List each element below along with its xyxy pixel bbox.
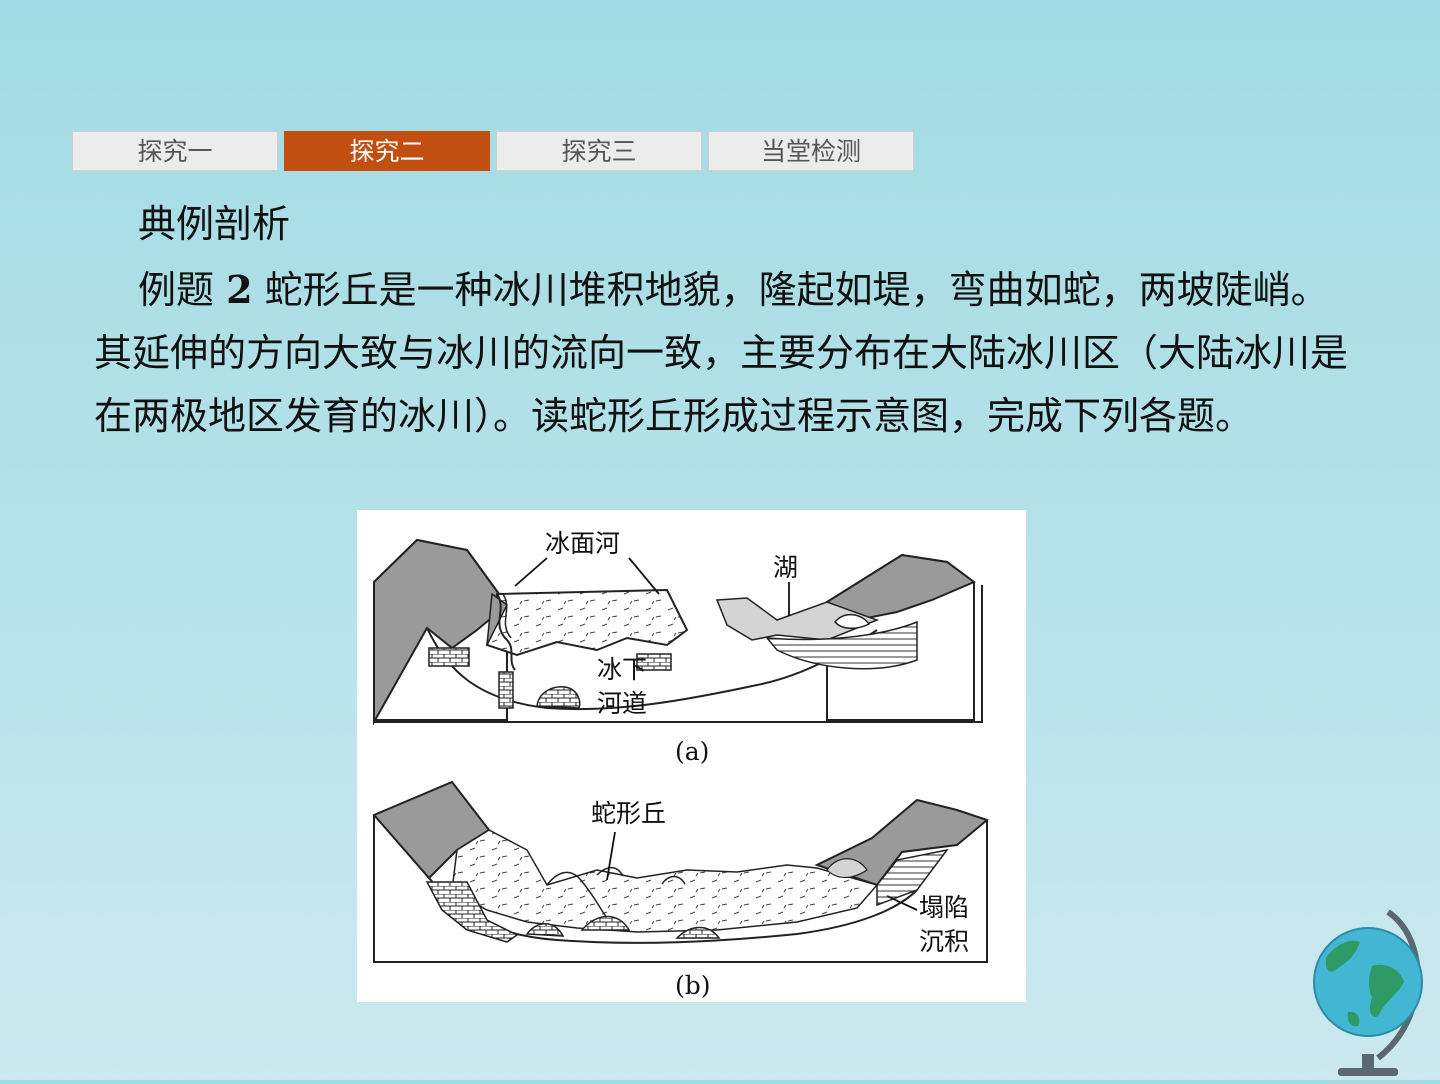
question-text: 例题 2 蛇形丘是一种冰川堆积地貌，隆起如堤，弯曲如蛇，两坡陡峭。其延伸的方向大… (94, 258, 1354, 448)
pointer-esker (606, 831, 616, 881)
label-surface-river: 冰面河 (545, 529, 620, 558)
pointer-surface-river-left (514, 557, 548, 587)
label-subglacial-2: 河道 (597, 689, 647, 718)
globe-icon (1308, 908, 1426, 1084)
label-lake: 湖 (773, 553, 798, 582)
question-number: 2 (226, 267, 253, 312)
panel-b (372, 780, 990, 963)
caption-a: (a) (675, 737, 709, 766)
tab-explore-3[interactable]: 探究三 (496, 131, 702, 171)
esker-formation-figure: 冰面河 湖 冰下 河道 (a) 蛇形丘 塌陷 沉积 (357, 510, 1026, 1002)
tab-class-check[interactable]: 当堂检测 (708, 131, 914, 171)
pointer-collapse (886, 895, 918, 911)
question-body: 蛇形丘是一种冰川堆积地貌，隆起如堤，弯曲如蛇，两坡陡峭。其延伸的方向大致与冰川的… (94, 268, 1349, 438)
label-esker: 蛇形丘 (591, 799, 666, 828)
caption-b: (b) (675, 971, 711, 1000)
label-subglacial-1: 冰下 (597, 655, 647, 684)
label-collapse-2: 沉积 (919, 927, 969, 956)
section-heading: 典例剖析 (138, 202, 291, 246)
pointer-surface-river-right (628, 557, 660, 595)
panel-a (373, 538, 983, 726)
tab-explore-2[interactable]: 探究二 (284, 131, 490, 171)
question-prefix: 例题 (138, 268, 215, 312)
label-collapse-1: 塌陷 (919, 893, 969, 922)
section-tabs: 探究一 探究二 探究三 当堂检测 (72, 131, 914, 171)
tab-explore-1[interactable]: 探究一 (72, 131, 278, 171)
esker-diagram: 冰面河 湖 冰下 河道 (a) 蛇形丘 塌陷 沉积 (372, 529, 990, 1000)
